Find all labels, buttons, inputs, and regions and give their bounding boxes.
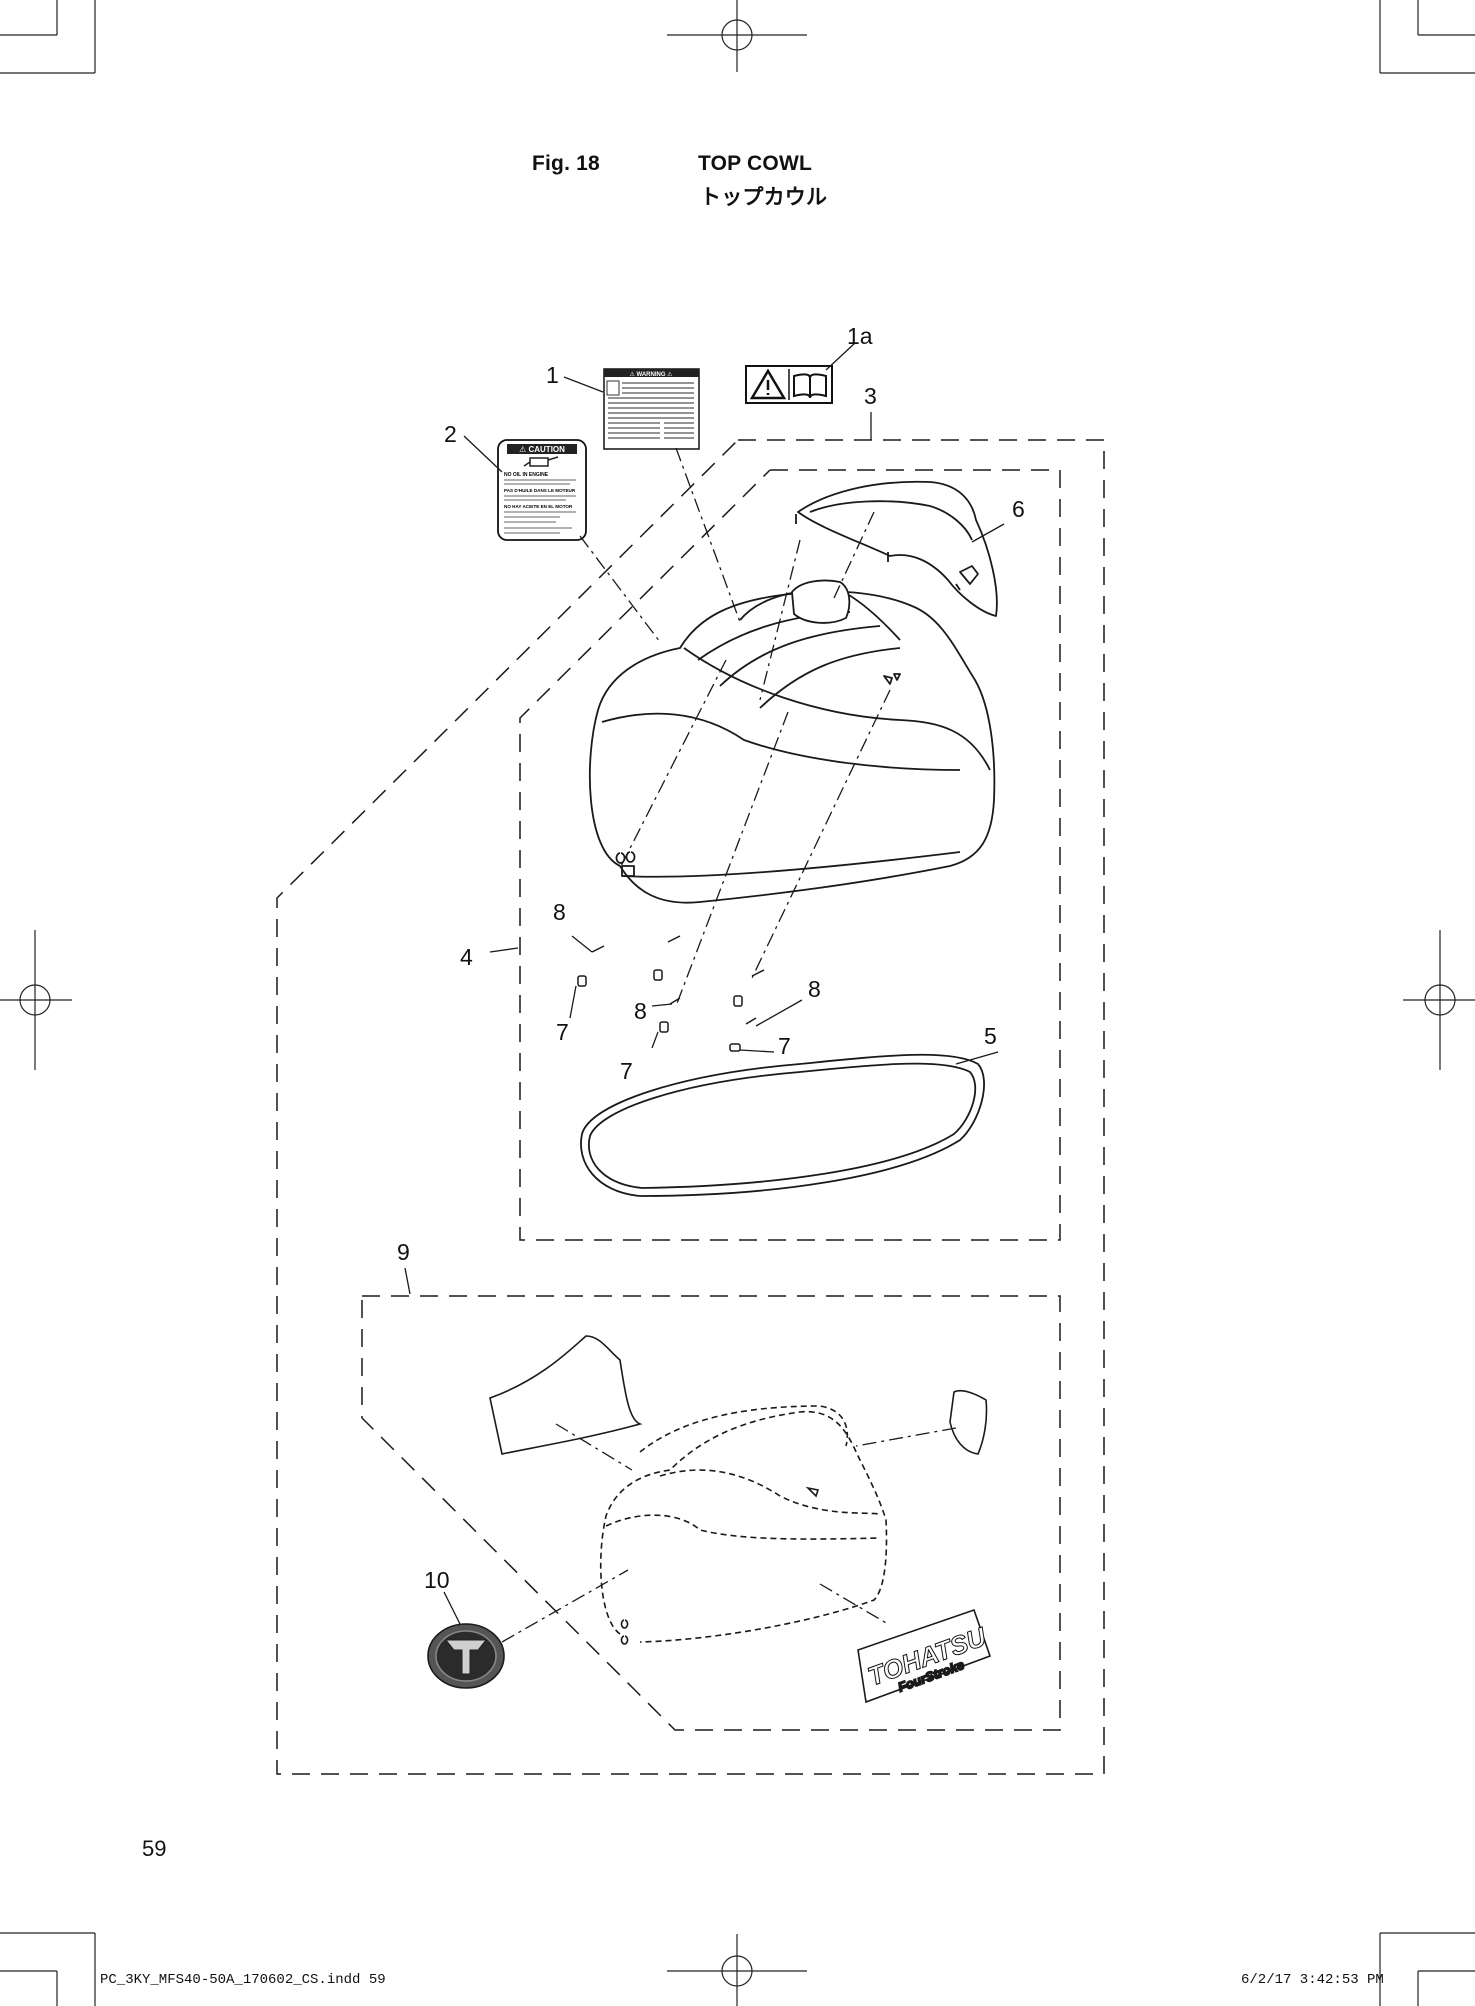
- page-number: 59: [142, 1836, 167, 1861]
- group-4-boundary: [519, 469, 1061, 1241]
- callout-5: 5: [984, 1023, 997, 1049]
- brand-decal: TOHATSU FourStroke: [857, 1608, 992, 1704]
- callout-8-right: 8: [808, 976, 821, 1002]
- callout-10: 10: [424, 1567, 450, 1593]
- top-cowl-part-4: [588, 579, 996, 904]
- callout-7-middle: 7: [620, 1058, 633, 1084]
- slug-file-name: PC_3KY_MFS40-50A_170602_CS.indd 59: [100, 1972, 386, 1988]
- caution-label-part-2: ⚠ CAUTION NO OIL IN ENGINE PAS D'HUILE D…: [497, 439, 587, 541]
- slug-timestamp: 6/2/17 3:42:53 PM: [1241, 1972, 1384, 1988]
- connection-lines: [501, 447, 957, 1643]
- leader-lines: [404, 342, 1005, 1625]
- callout-2: 2: [444, 421, 457, 447]
- side-decal-right: [949, 1389, 988, 1455]
- emblem-part-10: [427, 1623, 505, 1689]
- safety-pictogram-label-part-1a: [745, 365, 833, 404]
- callout-7-left: 7: [556, 1019, 569, 1045]
- figure-number: Fig. 18: [532, 152, 600, 175]
- warning-label-part-1: ⚠ WARNING ⚠: [603, 368, 700, 450]
- fasteners-parts-7-8: [577, 935, 765, 1052]
- group-boundaries: [276, 439, 1105, 1775]
- manual-book-icon: [793, 373, 827, 399]
- group-9-boundary: [361, 1295, 1061, 1731]
- callout-3: 3: [864, 383, 877, 409]
- callout-1: 1: [546, 362, 559, 388]
- engine-cover-lid-part-6: [795, 480, 998, 617]
- seal-gasket-part-5: [580, 1053, 985, 1197]
- callout-6: 6: [1012, 496, 1025, 522]
- warning-label-heading: ⚠ WARNING ⚠: [629, 371, 673, 378]
- oil-can-icon: [523, 456, 559, 467]
- callout-1a: 1a: [847, 323, 873, 349]
- caution-line-3: NO HAY ACEITE EN EL MOTOR: [504, 504, 573, 509]
- callout-7-right: 7: [778, 1033, 791, 1059]
- decal-group-part-9: TOHATSU FourStroke: [427, 1335, 992, 1704]
- callout-numbers: 1 1a 2 3 4 5 6 7 7 7 8 8 8 9 10: [397, 323, 1025, 1593]
- caution-line-1: NO OIL IN ENGINE: [504, 472, 549, 478]
- side-decal-left: [489, 1335, 643, 1455]
- callout-8-middle: 8: [634, 998, 647, 1024]
- figure-title-japanese: トップカウル: [700, 185, 828, 209]
- callout-4: 4: [460, 944, 473, 970]
- caution-label-heading: ⚠ CAUTION: [519, 445, 565, 454]
- caution-line-2: PAS D'HUILE DANS LE MOTEUR: [504, 488, 576, 493]
- callout-9: 9: [397, 1239, 410, 1265]
- callout-8-left: 8: [553, 899, 566, 925]
- figure-title: TOP COWL: [698, 152, 812, 175]
- warning-triangle-icon: [749, 368, 787, 400]
- group-3-boundary: [276, 439, 1105, 1775]
